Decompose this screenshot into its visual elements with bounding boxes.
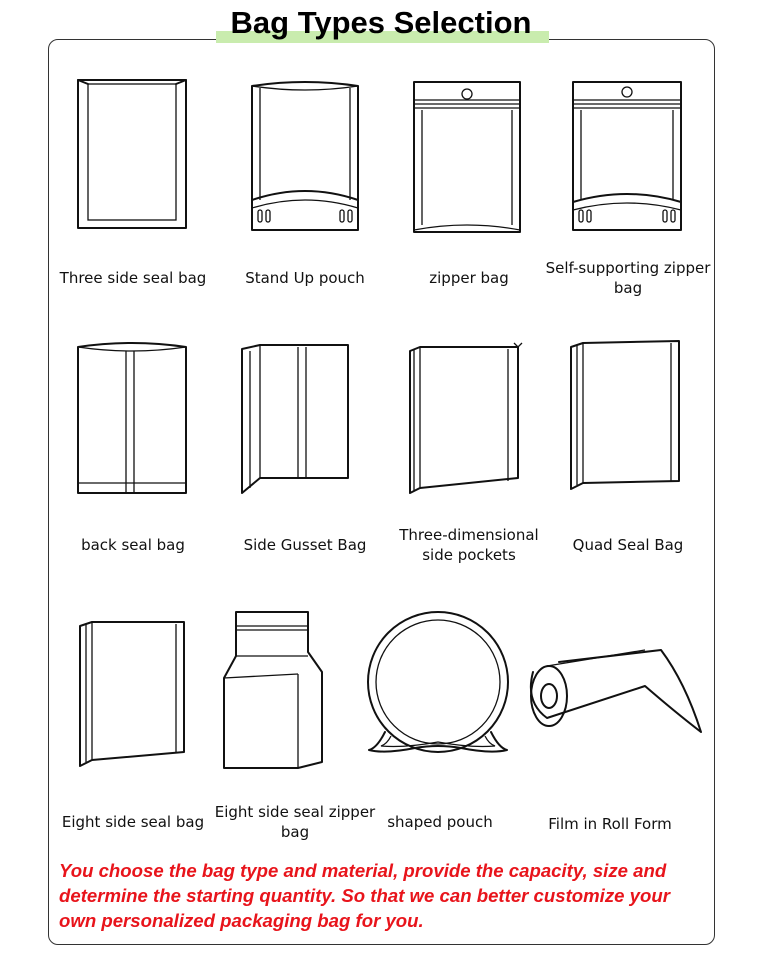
- title-highlight: [216, 33, 549, 43]
- bag-item-self-supporting-zipper: Self-supporting zipper bag: [543, 70, 713, 300]
- bag-item-shaped-pouch: shaped pouch: [355, 611, 525, 842]
- bag-label: zipper bag: [429, 269, 509, 287]
- bag-label: Stand Up pouch: [245, 269, 365, 287]
- bag-item-stand-up-pouch: Stand Up pouch: [220, 70, 390, 300]
- customization-note: You choose the bag type and material, pr…: [59, 860, 670, 931]
- bag-item-back-seal: back seal bag: [48, 333, 218, 563]
- bag-item-quad-seal: Quad Seal Bag: [543, 333, 713, 563]
- stand-up-pouch-icon: [251, 81, 359, 231]
- bag-label: Three side seal bag: [59, 269, 207, 287]
- bag-label: Film in Roll Form: [548, 815, 672, 833]
- bag-label: Eight side seal bag: [61, 813, 205, 831]
- three-dimensional-side-pockets-icon: [409, 342, 523, 494]
- eight-side-seal-bag-icon: [79, 621, 185, 767]
- bag-item-zipper-bag: zipper bag: [384, 70, 554, 300]
- shaped-pouch-icon: [367, 611, 509, 753]
- back-seal-bag-icon: [77, 342, 187, 494]
- bag-label: shaped pouch: [387, 813, 493, 831]
- bag-item-three-side-seal: Three side seal bag: [48, 70, 218, 300]
- quad-seal-bag-icon: [570, 340, 680, 490]
- bag-label: back seal bag: [81, 536, 185, 554]
- bag-label: Self-supporting zipper bag: [545, 259, 711, 297]
- bag-label: Side Gusset Bag: [243, 536, 367, 554]
- bag-label: Three-dimensional side pockets: [399, 526, 539, 564]
- bag-item-eight-side-seal-zipper: Eight side seal zipper bag: [210, 611, 380, 842]
- bag-label: Quad Seal Bag: [572, 536, 684, 554]
- zipper-bag-icon: [413, 81, 521, 233]
- eight-side-seal-zipper-bag-icon: [223, 611, 323, 769]
- self-supporting-zipper-bag-icon: [572, 81, 682, 231]
- bag-item-eight-side-seal: Eight side seal bag: [48, 612, 218, 842]
- bag-item-three-dimensional: Three-dimensional side pockets: [384, 333, 554, 564]
- side-gusset-bag-icon: [241, 344, 349, 494]
- bag-item-film-roll: Film in Roll Form: [525, 612, 702, 842]
- film-roll-icon: [529, 649, 702, 733]
- bag-item-side-gusset: Side Gusset Bag: [220, 333, 390, 563]
- bag-label: Eight side seal zipper bag: [214, 803, 376, 841]
- page-title: Bag Types Selection: [230, 5, 532, 40]
- three-side-seal-bag-icon: [77, 79, 187, 229]
